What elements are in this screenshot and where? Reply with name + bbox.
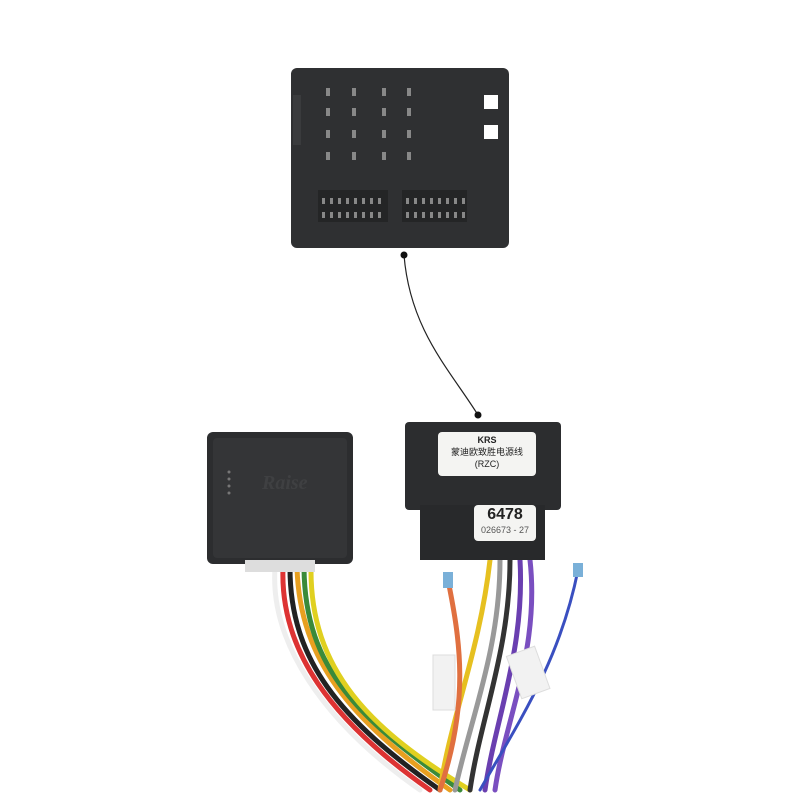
pin — [330, 198, 333, 204]
label-line-3: (RZC) — [474, 459, 500, 469]
part-label: 6478 026673 - 27 — [474, 505, 536, 541]
pin — [322, 212, 325, 218]
pin — [382, 108, 386, 116]
pin — [407, 130, 411, 138]
pin — [446, 212, 449, 218]
callout-line — [403, 254, 479, 416]
harness-label: KRS 蒙迪欧致胜电源线 (RZC) — [438, 432, 536, 476]
pin — [422, 212, 425, 218]
pin — [370, 198, 373, 204]
pin — [382, 130, 386, 138]
pin — [326, 152, 330, 160]
pin — [378, 198, 381, 204]
pin — [407, 88, 411, 96]
pin — [454, 198, 457, 204]
pin — [338, 212, 341, 218]
label-line-1: KRS — [477, 435, 497, 445]
pin — [354, 212, 357, 218]
wire-bundle — [272, 557, 580, 793]
pin — [446, 198, 449, 204]
pin — [362, 212, 365, 218]
pin — [338, 198, 341, 204]
pin — [407, 108, 411, 116]
pin — [370, 212, 373, 218]
pin — [346, 212, 349, 218]
pin — [462, 198, 465, 204]
pin — [422, 198, 425, 204]
pin — [382, 152, 386, 160]
pin — [326, 88, 330, 96]
pin — [438, 198, 441, 204]
pin — [406, 212, 409, 218]
pin — [354, 198, 357, 204]
label-line-2: 蒙迪欧致胜电源线 — [450, 447, 523, 457]
part-number: 6478 — [487, 506, 523, 523]
pin — [352, 108, 356, 116]
can-decoder-module — [207, 432, 353, 572]
pin — [430, 198, 433, 204]
pin — [346, 198, 349, 204]
pin — [462, 212, 465, 218]
pin — [352, 130, 356, 138]
pin — [326, 108, 330, 116]
quadlock-connector — [291, 68, 509, 248]
pin — [454, 212, 457, 218]
pin — [407, 152, 411, 160]
module-logo: Raise — [262, 472, 308, 494]
pin — [352, 88, 356, 96]
pin — [414, 212, 417, 218]
pin — [378, 212, 381, 218]
pin — [414, 198, 417, 204]
pin — [352, 152, 356, 160]
pin — [430, 212, 433, 218]
pin — [438, 212, 441, 218]
pin — [382, 88, 386, 96]
pin — [326, 130, 330, 138]
part-code: 026673 - 27 — [480, 525, 530, 535]
pin — [322, 198, 325, 204]
pin — [362, 198, 365, 204]
pin — [406, 198, 409, 204]
pin — [330, 212, 333, 218]
